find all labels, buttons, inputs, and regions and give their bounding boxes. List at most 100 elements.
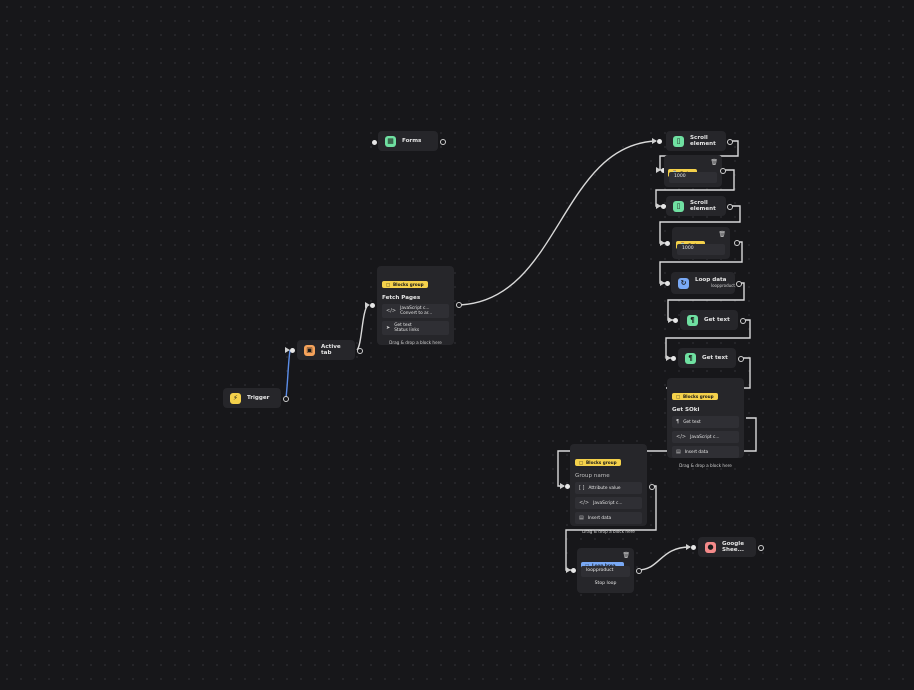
- attribute-icon: [ ]: [579, 485, 585, 491]
- loop-id-input[interactable]: loopproduct: [581, 566, 630, 577]
- blocks-group-badge: □Blocks group: [575, 459, 621, 466]
- fetchpages-input-port[interactable]: [370, 303, 375, 308]
- loop-breakpoint-badge: □Loop brea...: [581, 562, 625, 569]
- blocks-group-badge: □Blocks group: [382, 281, 428, 288]
- group-item-get-text[interactable]: ¶Get text: [672, 416, 739, 428]
- gettext2-output-port[interactable]: [738, 356, 744, 362]
- fetchpages-arrow: [365, 302, 370, 308]
- group-item-javascript[interactable]: </> JavaScript c...Convert to ar...: [382, 304, 449, 318]
- trash-icon[interactable]: 🗑: [622, 552, 630, 559]
- drop-zone[interactable]: Drag & drop a block here: [679, 463, 732, 468]
- scroll2-input-port[interactable]: [661, 204, 666, 209]
- trash-icon[interactable]: 🗑: [718, 231, 726, 238]
- group-title[interactable]: Fetch Pages: [382, 295, 421, 301]
- drop-zone[interactable]: Drag & drop a block here: [389, 340, 442, 345]
- scroll1-input-port[interactable]: [657, 139, 662, 144]
- group-title[interactable]: Group name: [575, 473, 610, 479]
- scroll-element-node-2[interactable]: ▯ Scroll element: [666, 196, 726, 216]
- folder-icon: □: [579, 460, 583, 465]
- edge-activetab-fetchpages: [356, 304, 369, 351]
- scroll1-output-port[interactable]: [727, 139, 733, 145]
- google-sheets-node[interactable]: ● Google Shee...: [698, 537, 756, 557]
- loopbreak-arrow: [566, 567, 571, 573]
- delay2-output-port[interactable]: [734, 240, 740, 246]
- sheets-input-port[interactable]: [691, 545, 696, 550]
- forms-input-port[interactable]: [372, 140, 377, 145]
- get-text-node-2[interactable]: ¶ Get text: [678, 348, 736, 368]
- trigger-output-port[interactable]: [283, 396, 289, 402]
- scroll2-output-port[interactable]: [727, 204, 733, 210]
- activetab-input-port[interactable]: [290, 348, 295, 353]
- sheets-output-port[interactable]: [758, 545, 764, 551]
- edge-loopbreak-sheets: [637, 546, 691, 571]
- trigger-label: Trigger: [247, 395, 270, 401]
- tab-icon: ▣: [304, 344, 315, 356]
- loop-icon: ↻: [678, 277, 689, 289]
- trigger-node[interactable]: ⚡ Trigger: [223, 388, 281, 408]
- group-item-insert-data[interactable]: ▤Insert data: [672, 446, 739, 458]
- forms-label: Forms: [402, 138, 422, 144]
- groupname-arrow: [560, 483, 565, 489]
- scroll2-arrow: [656, 203, 661, 209]
- group-title[interactable]: Get SOki: [672, 407, 700, 413]
- loop-output-port[interactable]: [736, 281, 742, 287]
- bolt-icon: ⚡: [230, 392, 241, 404]
- group-item-insert-data[interactable]: ▤Insert data: [575, 512, 642, 524]
- delay-value-input[interactable]: 1000: [669, 172, 717, 183]
- trash-icon[interactable]: 🗑: [710, 159, 718, 166]
- edge-fetchpages-scroll1: [459, 140, 657, 306]
- active-tab-node[interactable]: ▣ Active tab: [297, 340, 355, 360]
- scroll-icon: ▯: [673, 135, 684, 147]
- loopbreak-output-port[interactable]: [636, 568, 642, 574]
- forms-icon: ▦: [385, 135, 396, 147]
- text-icon: ¶: [676, 419, 680, 425]
- delay2-input-port[interactable]: [665, 241, 670, 246]
- gettext1-output-port[interactable]: [740, 318, 746, 324]
- fetchpages-output-port[interactable]: [456, 302, 462, 308]
- loop-arrow: [660, 280, 665, 286]
- delay1-input-port[interactable]: [661, 168, 666, 173]
- cursor-icon: ➤: [386, 325, 391, 331]
- database-icon: ▤: [579, 515, 584, 521]
- sheets-arrow: [686, 544, 691, 550]
- scroll-icon: ▯: [673, 200, 684, 212]
- loop-input-port[interactable]: [665, 281, 670, 286]
- folder-icon: □: [676, 394, 680, 399]
- forms-output-port[interactable]: [440, 139, 446, 145]
- group-item-attribute-value[interactable]: [ ]Attribute value: [575, 482, 642, 494]
- stop-loop-button[interactable]: Stop loop: [581, 579, 630, 590]
- blocks-group-badge: □Blocks group: [672, 393, 718, 400]
- active-tab-label: Active tab: [321, 344, 341, 356]
- delay2-arrow: [660, 240, 665, 246]
- groupname-output-port[interactable]: [649, 484, 655, 490]
- get-text-node-1[interactable]: ¶ Get text: [680, 310, 738, 330]
- code-icon: </>: [579, 500, 590, 506]
- group-item-javascript[interactable]: </>JavaScript c...: [575, 497, 642, 509]
- breakpoint-icon: □: [585, 563, 589, 568]
- blocks-group-fetch-pages[interactable]: □Blocks group Fetch Pages </> JavaScript…: [377, 266, 454, 345]
- delay1-output-port[interactable]: [720, 168, 726, 174]
- scroll1-arrow: [652, 138, 657, 144]
- delay-value-input[interactable]: 1000: [677, 244, 725, 255]
- scroll-element-node-1[interactable]: ▯ Scroll element: [666, 131, 726, 151]
- groupname-input-port[interactable]: [565, 484, 570, 489]
- text-icon: ¶: [687, 314, 698, 326]
- blocks-group-group-name[interactable]: □Blocks group Group name [ ]Attribute va…: [570, 444, 647, 534]
- text-icon: ¶: [685, 352, 696, 364]
- code-icon: </>: [676, 434, 687, 440]
- gettext2-input-port[interactable]: [671, 356, 676, 361]
- code-icon: </>: [386, 308, 397, 314]
- drop-zone[interactable]: Drag & drop a block here: [582, 529, 635, 534]
- blocks-group-get-sku[interactable]: □Blocks group Get SOki ¶Get text </>Java…: [667, 378, 744, 468]
- database-icon: ▤: [676, 449, 681, 455]
- group-item-javascript[interactable]: </>JavaScript c...: [672, 431, 739, 443]
- gettext1-input-port[interactable]: [673, 318, 678, 323]
- delay1-arrow: [656, 167, 661, 173]
- activetab-output-port[interactable]: [357, 348, 363, 354]
- loopbreak-input-port[interactable]: [571, 568, 576, 573]
- forms-node[interactable]: ▦ Forms: [378, 131, 438, 151]
